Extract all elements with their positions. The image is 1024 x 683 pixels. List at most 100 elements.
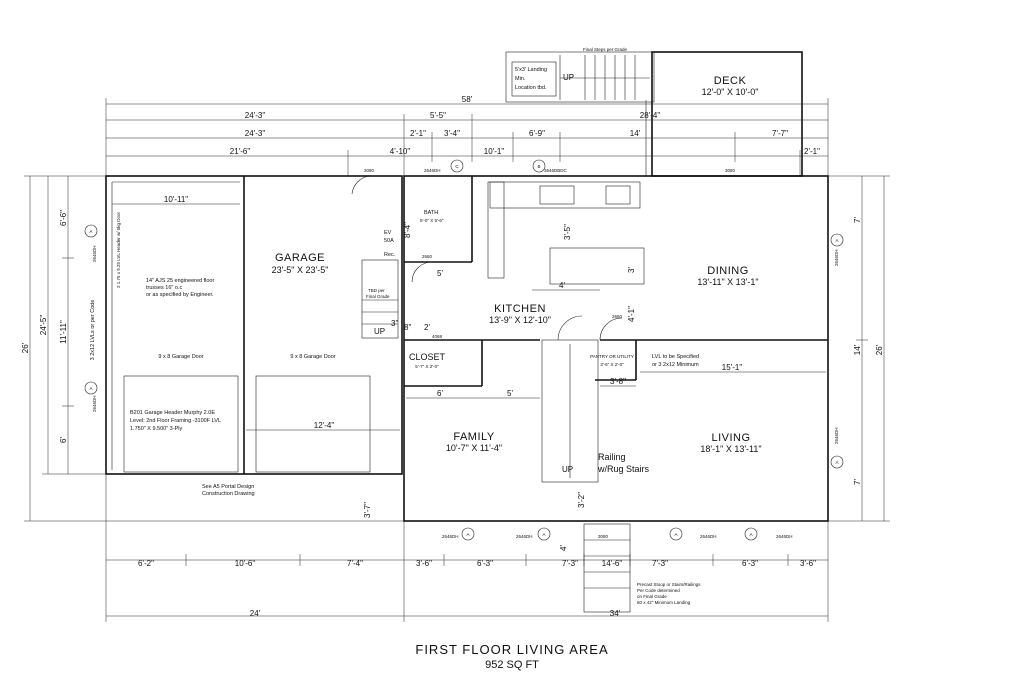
dim-7-3-b: 7'-3"	[652, 559, 668, 568]
dim-5: 5'	[507, 389, 513, 398]
dim-7-7: 7'-7"	[772, 129, 788, 138]
dim-3-4: 3'-4"	[444, 129, 460, 138]
dim-6-9: 6'-9"	[529, 129, 545, 138]
dim-6-3: 6'-3"	[477, 559, 493, 568]
dim-34: 34'	[610, 609, 621, 618]
dim-6: 6'	[59, 437, 68, 443]
dim-24-3-b: 24'-3"	[245, 129, 266, 138]
deck-stair-up: UP	[563, 73, 574, 82]
dining-name: DINING	[707, 265, 749, 277]
dim-7-3-a: 7'-3"	[562, 559, 578, 568]
b201-note-3: 1.750" X 9.500" 3-Ply	[130, 426, 182, 432]
bath-size: 5'-0" X 5'-6"	[420, 218, 444, 223]
door-swings	[351, 175, 623, 341]
interior-stairs	[541, 339, 599, 483]
tbd-note-2: Final Grade	[366, 294, 390, 299]
marker-a-1: A	[89, 229, 92, 234]
ajs-note-2: trusses 16" o.c	[146, 285, 182, 291]
dim-21-6: 21'-6"	[230, 147, 251, 156]
dim-24-3-a: 24'-3"	[245, 111, 266, 120]
marker-circles	[84, 159, 844, 541]
precast-note-3: on Final Grade	[637, 594, 667, 599]
dim-4: 4'	[559, 281, 565, 290]
dim-3-8: 3'-8"	[610, 377, 626, 386]
drawing-title: FIRST FLOOR LIVING AREA	[415, 642, 608, 657]
marker-a-6: A	[542, 532, 545, 537]
dim-4-1: 4'-1"	[627, 306, 636, 322]
window-label-b: 3646DBDC	[544, 168, 568, 173]
landing-note-2: Min.	[515, 76, 526, 82]
marker-a-7: A	[674, 532, 677, 537]
dim-26-right: 26'	[875, 344, 884, 355]
marker-b: B	[537, 164, 540, 169]
dim-3-6-b: 3'-6"	[800, 559, 816, 568]
dim-6-6: 6'-6"	[59, 210, 68, 226]
dim-6-2: 6'-2"	[138, 559, 154, 568]
top-dimension-lines	[105, 98, 829, 176]
marker-a-3: A	[835, 238, 838, 243]
dim-3-6-a: 3'-6"	[416, 559, 432, 568]
garage-size: 23'-5" X 23'-5"	[272, 265, 329, 275]
window-right-1: 2646DH	[834, 249, 839, 266]
door-label-top: 3080	[364, 168, 375, 173]
house-walls	[403, 175, 829, 522]
interior-dimension-lines	[112, 203, 826, 431]
bottom-dimension-lines	[105, 474, 829, 622]
dim-15-1: 15'-1"	[722, 363, 743, 372]
window-side-1: 2646DH	[92, 245, 97, 262]
tbd-note-1: TBD per	[368, 288, 385, 293]
family-size: 10'-7" X 11'-4"	[446, 443, 502, 453]
window-label-top: 2646DH	[424, 168, 441, 173]
marker-c: C	[455, 164, 459, 169]
living-size: 18'-1" X 13'-11"	[700, 444, 761, 454]
dim-2-1-b: 2'-1"	[804, 147, 820, 156]
dim-24: 24'	[250, 609, 261, 618]
dim-26-left: 26'	[21, 342, 30, 353]
dim-6-b: 6'	[437, 389, 443, 398]
portal-note-2: Construction Drawing	[202, 491, 255, 497]
dim-2: 2'	[424, 323, 430, 332]
kitchen-name: KITCHEN	[494, 303, 546, 315]
garage-stairs	[361, 259, 399, 339]
closet-name: CLOSET	[409, 352, 446, 362]
pantry-size: 3'-6" X 2'-0"	[600, 362, 624, 367]
dim-10-6: 10'-6"	[235, 559, 256, 568]
dim-28-4: 28'-4"	[640, 111, 661, 120]
railing-note-1: Railing	[598, 452, 626, 462]
living-name: LIVING	[711, 432, 750, 444]
lvl-note-2: or 3 2x12 Minimum	[652, 362, 699, 368]
marker-a-4: A	[835, 460, 838, 465]
dim-4-10: 4'-10"	[390, 147, 411, 156]
dim-7-b: 7'	[853, 479, 862, 485]
dim-7-4: 7'-4"	[347, 559, 363, 568]
dim-8: 8"	[404, 323, 411, 332]
ev-note-2: 50A	[384, 238, 394, 244]
ev-note-1: EV	[384, 230, 392, 236]
dining-size: 13'-11" X 13'-1"	[697, 277, 758, 287]
stair-up: UP	[562, 465, 573, 474]
window-bottom-4: 2646DH	[776, 534, 793, 539]
dim-3-7: 3'-7"	[363, 502, 372, 518]
garage-doors	[123, 375, 371, 473]
dim-10-1: 10'-1"	[484, 147, 505, 156]
kitchen-size: 13'-9" X 12'-10"	[489, 315, 551, 325]
dim-5-b: 5'	[437, 269, 443, 278]
dim-3-5: 3'-5"	[563, 224, 572, 240]
landing-note-1: 5'x3' Landing	[515, 67, 547, 73]
window-bottom-3: 2646DH	[700, 534, 717, 539]
dim-14: 14'	[630, 129, 641, 138]
deck-size: 12'-0" X 10'-0"	[702, 87, 759, 97]
precast-note-4: 60 x 42" Minimum Landing	[637, 600, 691, 605]
portal-note-1: See A5 Portal Design	[202, 484, 254, 490]
right-dimension-lines	[828, 175, 890, 522]
window-bottom-2: 2646DH	[516, 534, 533, 539]
b201-note-2: Level: 2nd Floor Framing -3100F LVL	[130, 418, 221, 424]
entrance-stairs	[583, 523, 631, 613]
garage-name: GARAGE	[275, 252, 325, 264]
window-right-2: 2646DH	[834, 427, 839, 444]
door-label-closet: 4068	[432, 334, 443, 339]
marker-a-5: A	[466, 532, 469, 537]
dim-14-6: 14'-6"	[602, 559, 623, 568]
dim-3-2: 3'-2"	[577, 492, 586, 508]
dim-11-11: 11'-11"	[59, 320, 68, 344]
